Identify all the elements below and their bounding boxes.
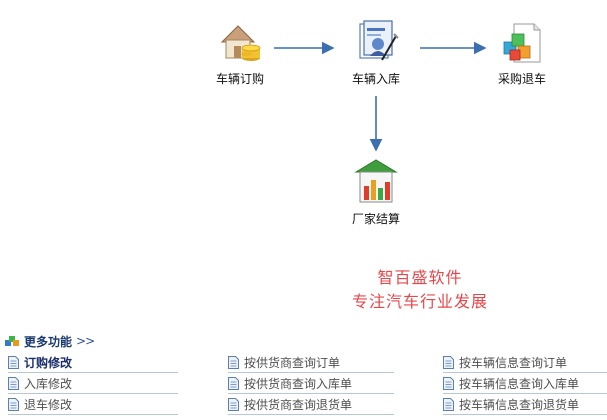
function-link-stock-in-edit[interactable]: 入库修改 [8,373,178,394]
flow-node-label: 车辆入库 [351,72,400,86]
function-column-2: 按供货商查询订单 按供货商查询入库单 按供货商查询退货单 [228,352,394,415]
function-link-label: 入库修改 [24,376,73,391]
document-icon [443,397,454,411]
function-link-label: 订购修改 [24,355,73,370]
function-link-query-return-by-supplier[interactable]: 按供货商查询退货单 [228,394,394,415]
flow-node-settle[interactable]: 厂家结算 [331,158,421,227]
blocks-icon [5,336,19,346]
function-link-label: 按车辆信息查询订单 [459,355,568,370]
flow-node-label: 厂家结算 [351,212,400,226]
more-functions-header[interactable]: 更多功能 >> [4,332,95,350]
function-link-label: 按车辆信息查询入库单 [459,376,580,391]
function-link-query-return-by-vehicle[interactable]: 按车辆信息查询退货单 [443,394,607,415]
function-link-query-order-by-vehicle[interactable]: 按车辆信息查询订单 [443,352,607,373]
bar-chart-icon [354,159,398,203]
function-link-label: 按供货商查询退货单 [244,397,353,412]
function-link-query-stock-in-by-supplier[interactable]: 按供货商查询入库单 [228,373,394,394]
function-link-label: 退车修改 [24,397,73,412]
flow-node-return[interactable]: 采购退车 [477,18,567,87]
document-icon [228,376,239,390]
flow-node-label: 采购退车 [497,72,546,86]
function-link-query-order-by-supplier[interactable]: 按供货商查询订单 [228,352,394,373]
house-coins-icon [220,25,261,61]
document-icon [8,376,19,390]
flow-node-label: 车辆订购 [215,72,264,86]
document-icon [443,355,454,369]
document-icon [8,397,19,411]
document-icon [228,355,239,369]
function-link-query-stock-in-by-vehicle[interactable]: 按车辆信息查询入库单 [443,373,607,394]
function-link-label: 按车辆信息查询退货单 [459,397,580,412]
function-link-order-edit[interactable]: 订购修改 [8,352,178,373]
slogan-line-2: 专注汽车行业发展 [351,292,488,311]
double-chevron-icon: >> [76,334,95,348]
function-column-3: 按车辆信息查询订单 按车辆信息查询入库单 按车辆信息查询退货单 [443,352,607,415]
colored-blocks-icon [503,23,541,63]
more-functions-label: 更多功能 [24,334,73,349]
flow-node-stock-in[interactable]: 车辆入库 [331,18,421,87]
document-icon [228,397,239,411]
function-link-label: 按供货商查询订单 [244,355,341,370]
function-list: 订购修改 入库修改 退车修改 按供货商查询订单 按供货商查询入库单 按供货商查询… [0,352,607,420]
warehouse-document-icon [359,20,399,61]
document-icon [8,355,19,369]
slogan-line-1: 智百盛软件 [377,268,463,287]
function-link-return-edit[interactable]: 退车修改 [8,394,178,415]
document-icon [443,376,454,390]
function-column-1: 订购修改 入库修改 退车修改 [8,352,178,415]
flow-node-order[interactable]: 车辆订购 [195,18,285,87]
function-link-label: 按供货商查询入库单 [244,376,353,391]
